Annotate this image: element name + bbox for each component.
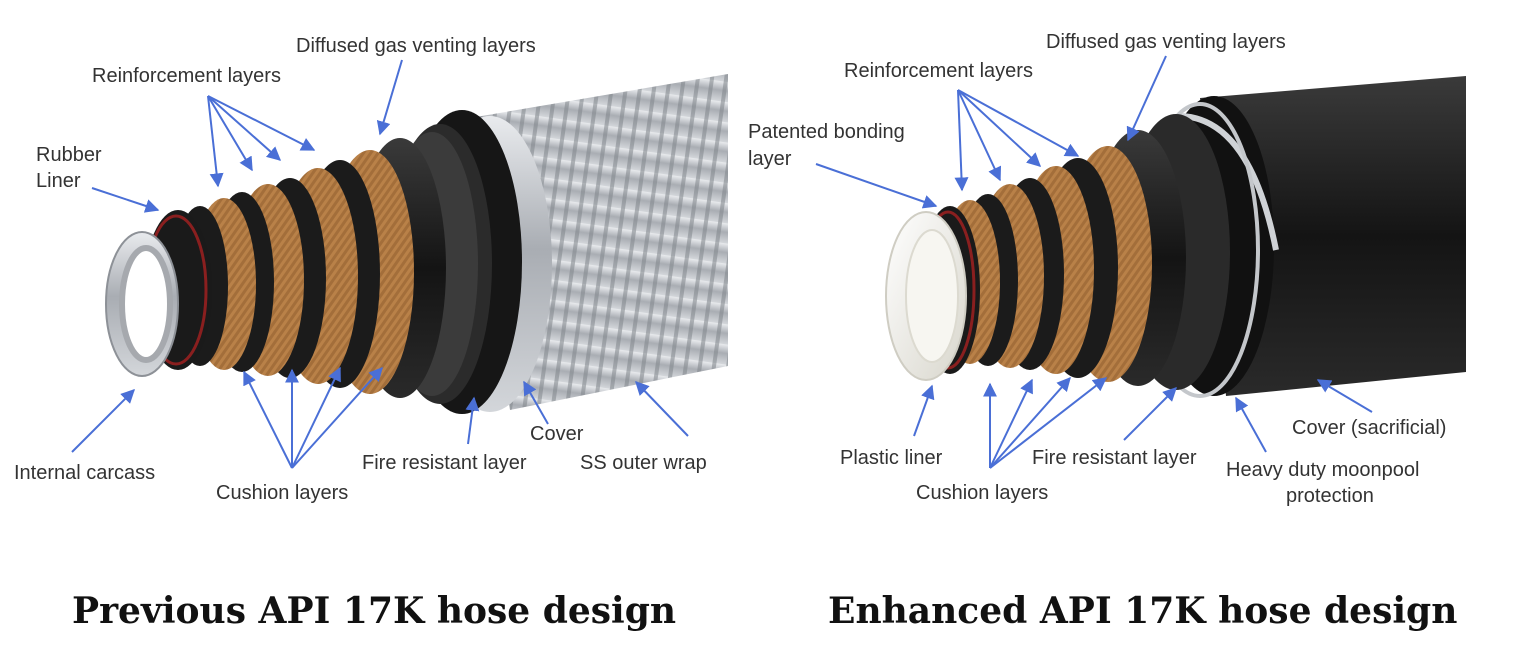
label-right-fire-resistant: Fire resistant layer bbox=[1032, 447, 1197, 469]
arrow-left-reinf-1 bbox=[207, 95, 224, 188]
arrow-left-reinf-3 bbox=[207, 95, 282, 161]
arrow-left-cush-4 bbox=[291, 366, 383, 469]
label-moonpool-line2: protection bbox=[1286, 485, 1374, 507]
arrow-left-fire bbox=[465, 396, 480, 445]
arrow-left-gas bbox=[376, 59, 403, 136]
callout-arrows bbox=[71, 55, 1373, 469]
label-left-fire-resistant: Fire resistant layer bbox=[362, 452, 527, 474]
arrow-right-reinf-4 bbox=[957, 89, 1080, 157]
arrow-right-bonding bbox=[815, 163, 938, 209]
arrow-right-cover bbox=[1316, 379, 1373, 413]
label-internal-carcass: Internal carcass bbox=[14, 462, 156, 484]
label-left-cushion: Cushion layers bbox=[216, 482, 349, 504]
label-plastic-liner: Plastic liner bbox=[840, 447, 943, 469]
label-right-reinforcement: Reinforcement layers bbox=[844, 60, 1033, 82]
arrow-right-reinf-3 bbox=[957, 89, 1042, 167]
label-left-reinforcement: Reinforcement layers bbox=[92, 65, 281, 87]
label-moonpool-line1: Heavy duty moonpool bbox=[1226, 459, 1420, 481]
label-rubber-liner-line2: Liner bbox=[36, 170, 81, 192]
arrow-right-cush-4 bbox=[989, 377, 1108, 469]
arrow-right-fire bbox=[1123, 387, 1177, 441]
arrow-right-cush-2 bbox=[989, 378, 1033, 469]
arrow-left-cover bbox=[523, 380, 549, 425]
label-right-cushion: Cushion layers bbox=[916, 482, 1049, 504]
label-bonding-line1: Patented bonding bbox=[748, 121, 905, 143]
caption-enhanced-design: Enhanced API 17K hose design bbox=[828, 590, 1458, 632]
arrow-left-cush-3 bbox=[291, 366, 341, 469]
arrow-left-reinf-2 bbox=[207, 95, 253, 172]
right-hose bbox=[885, 76, 1466, 398]
moonpool-wrap bbox=[1179, 113, 1279, 251]
arrow-right-plastic bbox=[913, 384, 935, 437]
label-ss-outer-wrap: SS outer wrap bbox=[580, 452, 707, 474]
arrow-left-ss bbox=[635, 380, 689, 437]
label-left-cover: Cover bbox=[530, 423, 584, 445]
arrow-left-reinf-4 bbox=[207, 95, 316, 151]
label-bonding-line2: layer bbox=[748, 148, 792, 170]
plastic-liner-inner bbox=[905, 229, 959, 363]
arrow-right-cush-3 bbox=[989, 376, 1071, 469]
internal-carcass-inner bbox=[119, 245, 173, 363]
arrow-right-moonpool bbox=[1235, 396, 1267, 453]
arrow-right-gas bbox=[1126, 55, 1167, 142]
left-hose bbox=[105, 74, 728, 414]
arrow-left-cush-1 bbox=[243, 370, 293, 469]
label-rubber-liner-line1: Rubber bbox=[36, 144, 102, 166]
label-right-diffused-gas: Diffused gas venting layers bbox=[1046, 31, 1286, 53]
arrow-right-reinf-1 bbox=[954, 89, 969, 192]
arrow-left-rubber bbox=[91, 187, 160, 213]
arrow-right-reinf-2 bbox=[957, 89, 1002, 182]
label-right-cover: Cover (sacrificial) bbox=[1292, 417, 1447, 439]
arrow-left-carcass bbox=[71, 389, 135, 453]
caption-previous-design: Previous API 17K hose design bbox=[72, 590, 677, 632]
label-left-diffused-gas: Diffused gas venting layers bbox=[296, 35, 536, 57]
